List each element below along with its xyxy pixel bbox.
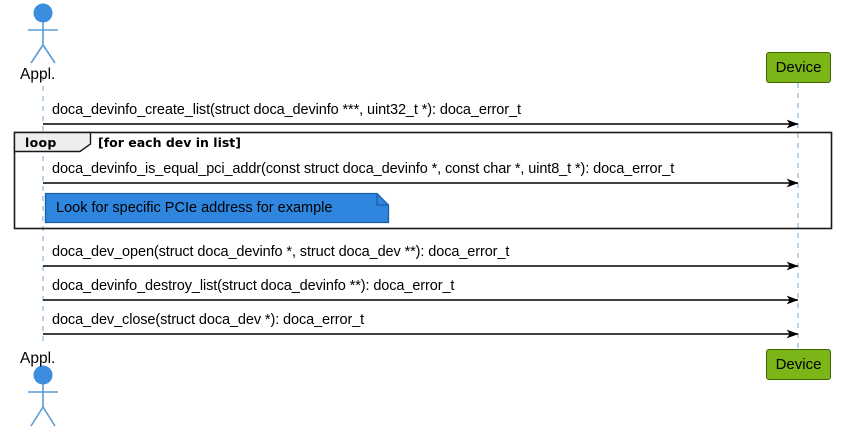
message-label-1: doca_devinfo_is_equal_pci_addr(const str… (52, 161, 675, 177)
participant-box-device-top[interactable]: Device (766, 52, 831, 83)
actor-label-appl-bottom: Appl. (20, 350, 56, 367)
loop-fragment-frame (13, 131, 833, 230)
message-label-4: doca_dev_close(struct doca_dev *): doca_… (52, 312, 365, 328)
note-label: Look for specific PCIe address for examp… (56, 200, 333, 216)
message-label-0: doca_devinfo_create_list(struct doca_dev… (52, 102, 521, 118)
note-shape (44, 192, 390, 224)
actor-appl-bottom-figure (28, 365, 58, 427)
loop-fragment-guard: [for each dev in list] (98, 135, 241, 150)
participant-label-device-bottom: Device (775, 356, 822, 373)
loop-fragment-keyword: loop (25, 135, 57, 150)
participant-box-device-bottom[interactable]: Device (766, 349, 831, 380)
participant-label-device-top: Device (775, 59, 822, 76)
actor-label-appl-top: Appl. (20, 66, 56, 83)
message-label-2: doca_dev_open(struct doca_devinfo *, str… (52, 244, 510, 260)
actor-appl-top-figure (28, 3, 58, 64)
message-label-3: doca_devinfo_destroy_list(struct doca_de… (52, 278, 455, 294)
